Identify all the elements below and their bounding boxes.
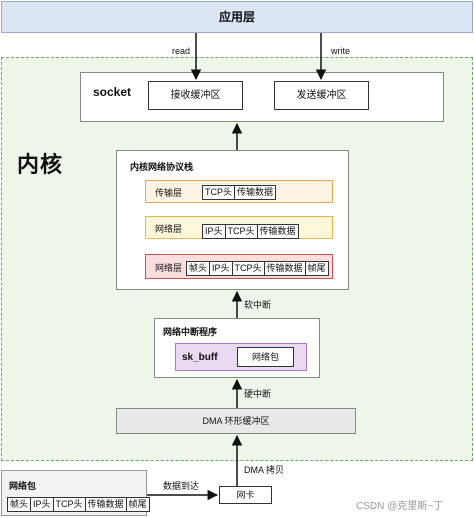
packet-cell: 帧头 — [7, 497, 32, 512]
dma-ring-buffer: DMA 环形缓冲区 — [116, 408, 356, 434]
segment-cell: 传输数据 — [256, 224, 299, 239]
segment-cell: 传输数据 — [234, 185, 277, 200]
segment-cell: IP头 — [209, 261, 233, 276]
transport-layer-label: 传输层 — [155, 188, 183, 198]
network-packet-title: 网络包 — [9, 481, 37, 491]
segment-cell: TCP头 — [224, 224, 258, 239]
send-buffer: 发送缓冲区 — [274, 81, 369, 110]
kernel-title: 内核 — [17, 152, 64, 177]
segment-cell: TCP头 — [231, 261, 265, 276]
write-label: write — [331, 46, 351, 56]
application-layer-title: 应用层 — [218, 10, 255, 24]
read-label: read — [172, 46, 191, 56]
sk-buff-packet: 网络包 — [237, 347, 294, 367]
segment-cell: 传输数据 — [263, 261, 306, 276]
segment-cell: 帧尾 — [304, 261, 329, 276]
softirq-label: 软中断 — [244, 300, 272, 310]
dma-copy-label: DMA 拷贝 — [244, 465, 285, 475]
socket-box — [80, 72, 444, 122]
receive-buffer: 接收缓冲区 — [148, 81, 243, 110]
transport-layer-cells: TCP头传输数据 — [202, 185, 277, 200]
link-layer-label: 网络层 — [155, 263, 183, 273]
packet-cell: 帧尾 — [125, 497, 150, 512]
network-card: 网卡 — [219, 486, 272, 504]
socket-title: socket — [93, 85, 132, 99]
watermark: CSDN @克里斯~丁 — [356, 501, 444, 512]
packet-cell: 传输数据 — [84, 497, 127, 512]
application-layer: 应用层 — [1, 1, 473, 33]
data-arrival-label: 数据到达 — [163, 481, 200, 491]
protocol-stack-title: 内核网络协议栈 — [130, 162, 194, 172]
network-layer-label: 网络层 — [155, 224, 183, 234]
irq-handler-title: 网络中断程序 — [163, 327, 218, 337]
hardirq-label: 硬中断 — [244, 389, 272, 399]
sk-buff-label: sk_buff — [182, 352, 218, 363]
